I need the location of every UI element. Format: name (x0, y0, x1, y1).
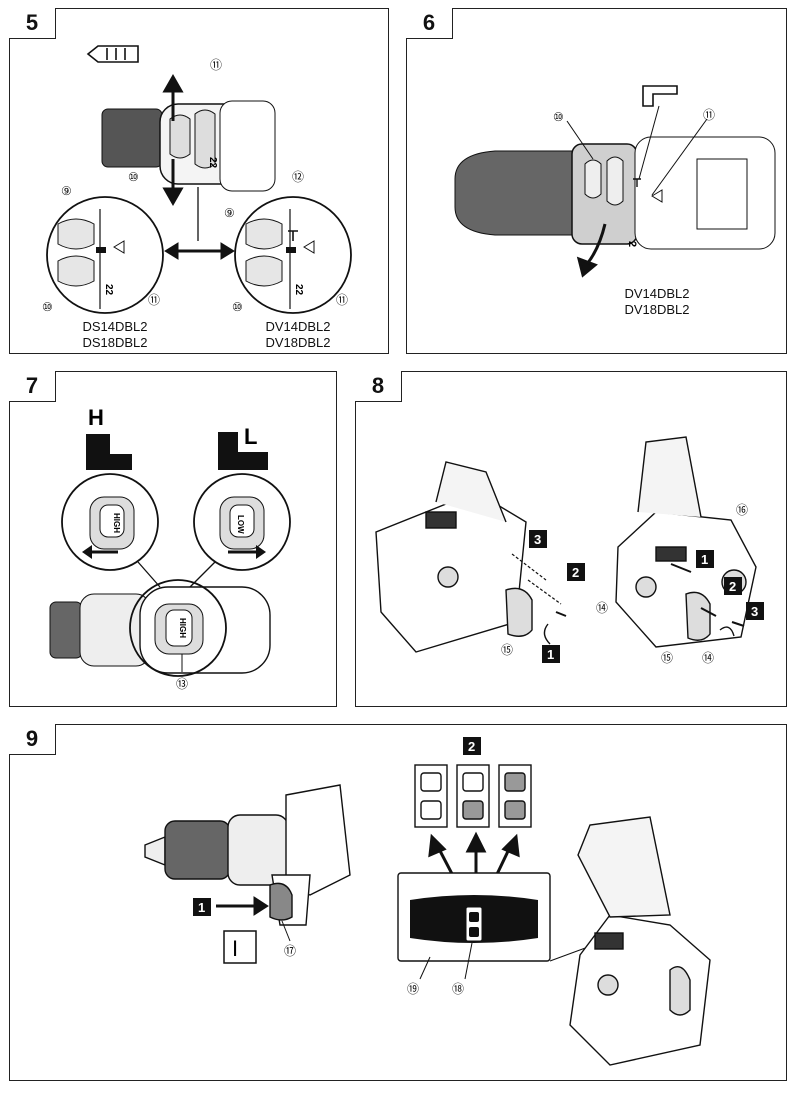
step-number: 1 (701, 552, 708, 567)
dial-mark: 22 (103, 284, 114, 296)
tool-with-battery-left (375, 461, 527, 653)
callout-label: ⑪ (210, 58, 222, 72)
callout-label: ⑰ (284, 944, 296, 958)
step-number: 1 (198, 900, 205, 915)
callout-label: ⑮ (501, 643, 513, 657)
figure-8-panel: 8 3 2 1 (355, 371, 787, 707)
figure-8-illustration: 3 2 1 1 (375, 436, 764, 665)
switch-label: HIGH (178, 618, 187, 638)
high-speed-label: H (88, 405, 104, 430)
step-badge: 3 (529, 530, 547, 548)
figure-number: 9 (9, 724, 56, 755)
figure-7-illustration: H L HIGH LOW (49, 405, 291, 691)
chuck-drawing: 22 (101, 100, 276, 192)
model-caption-right: DV14DBL2 DV18DBL2 (248, 319, 348, 351)
indicator-arrows (428, 831, 520, 894)
callout-label: ⑩ (553, 110, 564, 124)
step-number: 1 (547, 647, 554, 662)
callout-label: ⑪ (148, 293, 160, 307)
drill-side-view (144, 784, 351, 926)
callout-label: ⑫ (292, 170, 304, 184)
switch-label: HIGH (112, 513, 121, 533)
indicator-detail-box (397, 872, 551, 962)
low-speed-icon (218, 432, 268, 470)
figure-6-illustration: 2 ⑩ ⑪ (454, 85, 776, 278)
callout-label: ⑬ (176, 677, 188, 691)
dial-mark: 2 (626, 241, 638, 247)
step-badge: 1 (542, 645, 560, 663)
figure-6-panel: 6 2 ⑩ ⑪ (406, 8, 787, 354)
tool-top-view: HIGH (49, 579, 271, 677)
step-badge: 3 (746, 602, 764, 620)
dial-mark: 22 (207, 157, 218, 169)
magnified-view-left: 22 (46, 196, 164, 314)
rotation-arrows (162, 73, 184, 207)
magnified-switch-high: HIGH (61, 473, 159, 571)
low-speed-label: L (244, 424, 257, 449)
switch-label: LOW (236, 515, 245, 534)
model-caption: DV14DBL2 DV18DBL2 (602, 286, 712, 318)
figure-5-panel: 5 22 (9, 8, 389, 354)
rotation-arrow (576, 223, 607, 278)
high-speed-icon (86, 434, 132, 470)
figure-number: 6 (406, 8, 453, 39)
chuck-drawing: 2 (454, 136, 776, 250)
model-name: DV18DBL2 (265, 335, 331, 350)
step-number: 3 (534, 532, 541, 547)
magnified-switch-low: LOW (193, 473, 291, 571)
model-name: DS18DBL2 (82, 335, 148, 350)
callout-label: ⑯ (736, 503, 748, 517)
battery-indicator-full (498, 764, 532, 828)
trigger-arrow (216, 896, 269, 916)
callout-label: ⑪ (336, 293, 348, 307)
figure-number: 5 (9, 8, 56, 39)
model-caption-left: DS14DBL2 DS18DBL2 (65, 319, 165, 351)
model-name: DS14DBL2 (82, 319, 148, 334)
step-arrows-right (670, 563, 717, 617)
callout-label: ⑪ (703, 108, 715, 122)
figure-9-panel: 9 1 I ⑰ 2 (9, 724, 787, 1081)
figure-number: 8 (355, 371, 402, 402)
callout-label: ⑭ (702, 651, 714, 665)
callout-label: ⑲ (407, 982, 419, 996)
step-number: 2 (468, 739, 475, 754)
callout-label: ⑭ (596, 601, 608, 615)
step-badge: 2 (567, 563, 585, 581)
hook-parts-right (685, 591, 745, 641)
step-number: 2 (572, 565, 579, 580)
figure-number: 7 (9, 371, 56, 402)
model-name: DV14DBL2 (624, 286, 690, 301)
figure-5-illustration: 22 22 22 (42, 45, 352, 314)
battery-indicator-empty (414, 764, 448, 828)
magnified-view-right: 22 (234, 196, 352, 314)
dial-mark: 22 (293, 284, 304, 296)
step-badge: 1 (696, 550, 714, 568)
callout-label: ⑩ (232, 300, 243, 314)
step-number: 2 (729, 579, 736, 594)
callout-label: ⑩ (128, 170, 139, 184)
battery-indicator-half (456, 764, 490, 828)
battery-pack (569, 816, 711, 1066)
step-badge: 1 (193, 898, 211, 916)
model-name: DV14DBL2 (265, 319, 331, 334)
callout-label: ⑮ (661, 651, 673, 665)
hammer-mode-icon (642, 85, 678, 107)
step-number: 3 (751, 604, 758, 619)
callout-label: ⑨ (224, 206, 235, 220)
double-arrow (164, 242, 235, 260)
step-badge: 2 (724, 577, 742, 595)
step-badge: 2 (463, 737, 481, 755)
symbol-label: I (232, 936, 238, 961)
figure-7-panel: 7 H L HIGH LOW (9, 371, 337, 707)
callout-label: ⑩ (42, 300, 53, 314)
step-arrows-left (511, 553, 562, 605)
callout-label: ⑨ (61, 184, 72, 198)
callout-label: ⑱ (452, 982, 464, 996)
drill-mode-icon (86, 45, 139, 63)
trigger-switch-symbol: I (223, 930, 257, 964)
figure-9-illustration: 1 I ⑰ 2 (144, 737, 711, 1066)
model-name: DV18DBL2 (624, 302, 690, 317)
hook-parts-left (505, 587, 567, 645)
tool-with-battery-right (615, 436, 757, 648)
